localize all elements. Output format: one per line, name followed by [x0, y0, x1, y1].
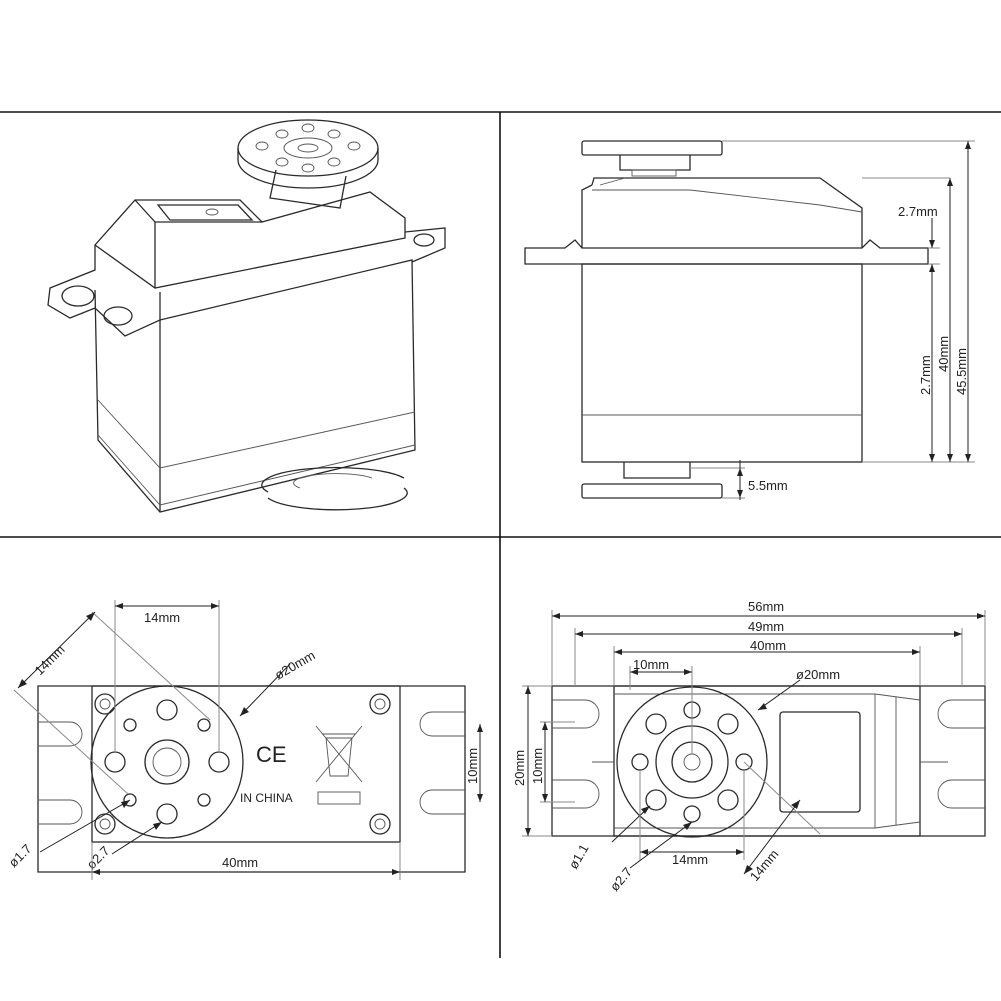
top-horn — [237, 119, 379, 209]
quadrant-frame — [0, 111, 1001, 958]
weee-bin-icon — [315, 725, 363, 783]
top-view: 56mm 49mm 40mm 10mm ø20mm 20mm — [512, 599, 986, 894]
dim-hole-small-label-top: ø1.1 — [566, 841, 592, 871]
dim-14-top-label: 14mm — [144, 610, 180, 625]
dim-flange-gap-label: 2.7mm — [898, 204, 938, 219]
dim-14-diag-label: 14mm — [32, 642, 68, 678]
dim-body-lower-label: 2.7mm — [918, 355, 933, 395]
dim-20-vert-label: 20mm — [512, 750, 527, 786]
dim-10-label: 10mm — [633, 657, 669, 672]
dim-14-bottom-label: 14mm — [672, 852, 708, 867]
dim-slot-10-label: 10mm — [465, 748, 480, 784]
dim-height-total-label: 45.5mm — [954, 348, 969, 395]
made-in-label: IN CHINA — [240, 791, 293, 805]
dim-hole-small-label: ø1.7 — [6, 841, 35, 870]
dim-hole-large-label: ø2.7 — [84, 843, 113, 872]
dim-10-vert-label: 10mm — [530, 748, 545, 784]
dim-width-40-label: 40mm — [222, 855, 258, 870]
dim-hole-large-label-top: ø2.7 — [607, 864, 635, 894]
isometric-view — [47, 119, 446, 513]
dim-49-label: 49mm — [748, 619, 784, 634]
bottom-view: CE IN CHINA 14mm 14mm ø20mm 10mm — [6, 600, 483, 880]
dim-14-diag-label-top: 14mm — [747, 847, 782, 884]
dim-horn-offset-label: 5.5mm — [748, 478, 788, 493]
dim-40-label: 40mm — [750, 638, 786, 653]
dim-56-label: 56mm — [748, 599, 784, 614]
ce-mark: CE — [256, 742, 287, 767]
dim-horn-dia-label-top: ø20mm — [796, 667, 840, 682]
dim-height-40-label: 40mm — [936, 336, 951, 372]
side-view: 2.7mm 2.7mm 40mm 45.5mm 5.5mm — [524, 140, 975, 500]
dim-horn-dia-label: ø20mm — [272, 648, 318, 683]
